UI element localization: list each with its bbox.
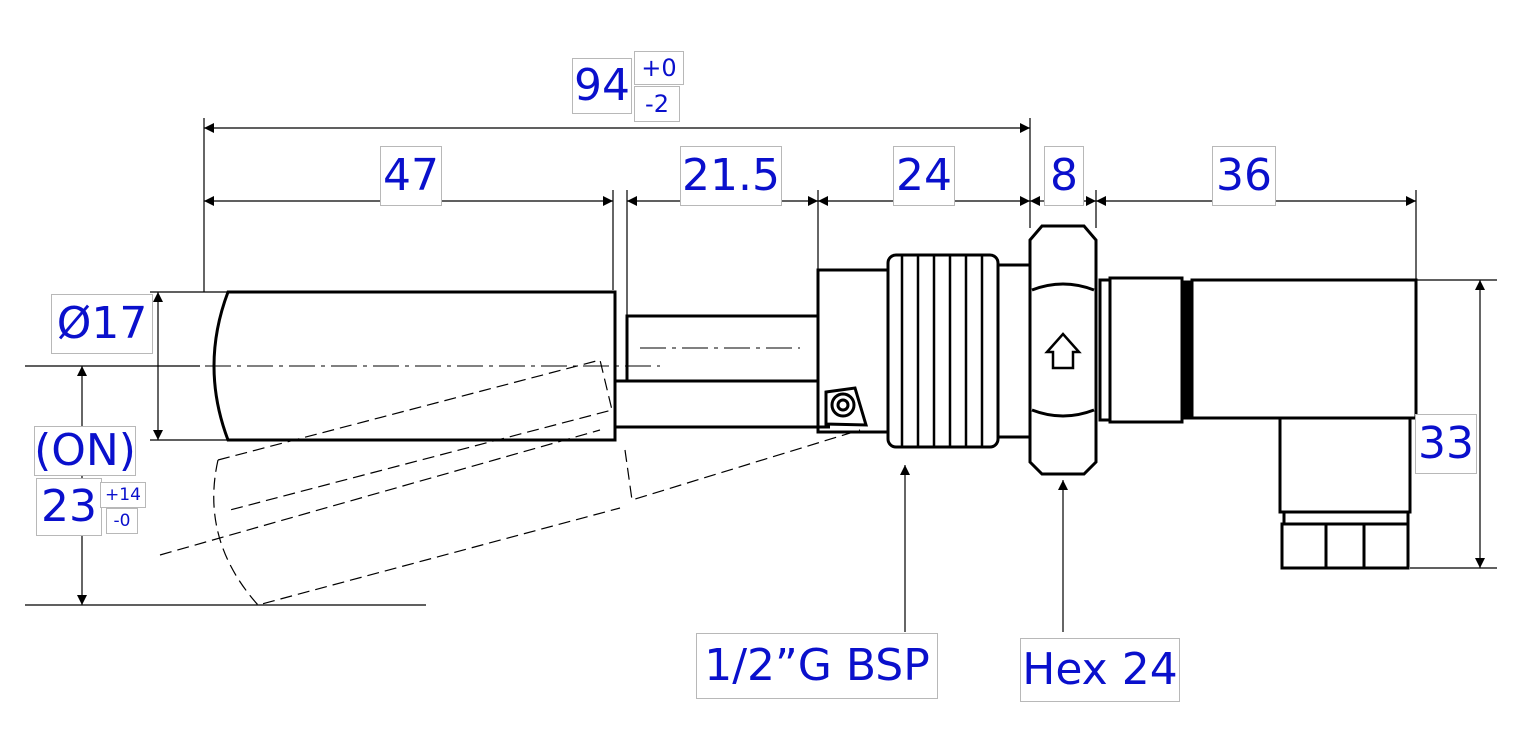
dim-thread-length: 24 — [893, 146, 955, 206]
dim-switch-travel-tol-lower: -0 — [106, 508, 138, 534]
dim-connector-height: 33 — [1415, 414, 1477, 474]
center-lines — [205, 347, 800, 367]
hex-nut — [1028, 224, 1098, 476]
dim-switch-travel-value: 23 — [36, 478, 102, 536]
thread-callout: 1/2”G BSP — [696, 633, 938, 699]
stem — [615, 314, 830, 429]
dim-overall-tol-upper: +0 — [634, 51, 684, 85]
dim-overall-tol-lower: -2 — [634, 86, 680, 122]
switch-state-label: (ON) — [34, 425, 136, 476]
connector-housing — [1098, 276, 1418, 570]
dim-hex-width: 8 — [1044, 146, 1084, 206]
dim-switch-travel-tol-upper: +14 — [100, 482, 146, 508]
dim-float-length: 47 — [380, 146, 442, 206]
dim-stem-length: 21.5 — [680, 146, 782, 206]
float-on-position — [212, 290, 617, 442]
pivot-hinge — [824, 386, 869, 427]
threaded-body — [816, 253, 1032, 449]
dim-overall-value: 94 — [572, 58, 632, 114]
thread-lines — [900, 255, 984, 447]
hex-callout: Hex 24 — [1020, 638, 1180, 702]
dim-float-diameter: Ø17 — [51, 294, 153, 354]
dim-connector-length: 36 — [1212, 146, 1276, 206]
float-off-position — [159, 359, 861, 606]
